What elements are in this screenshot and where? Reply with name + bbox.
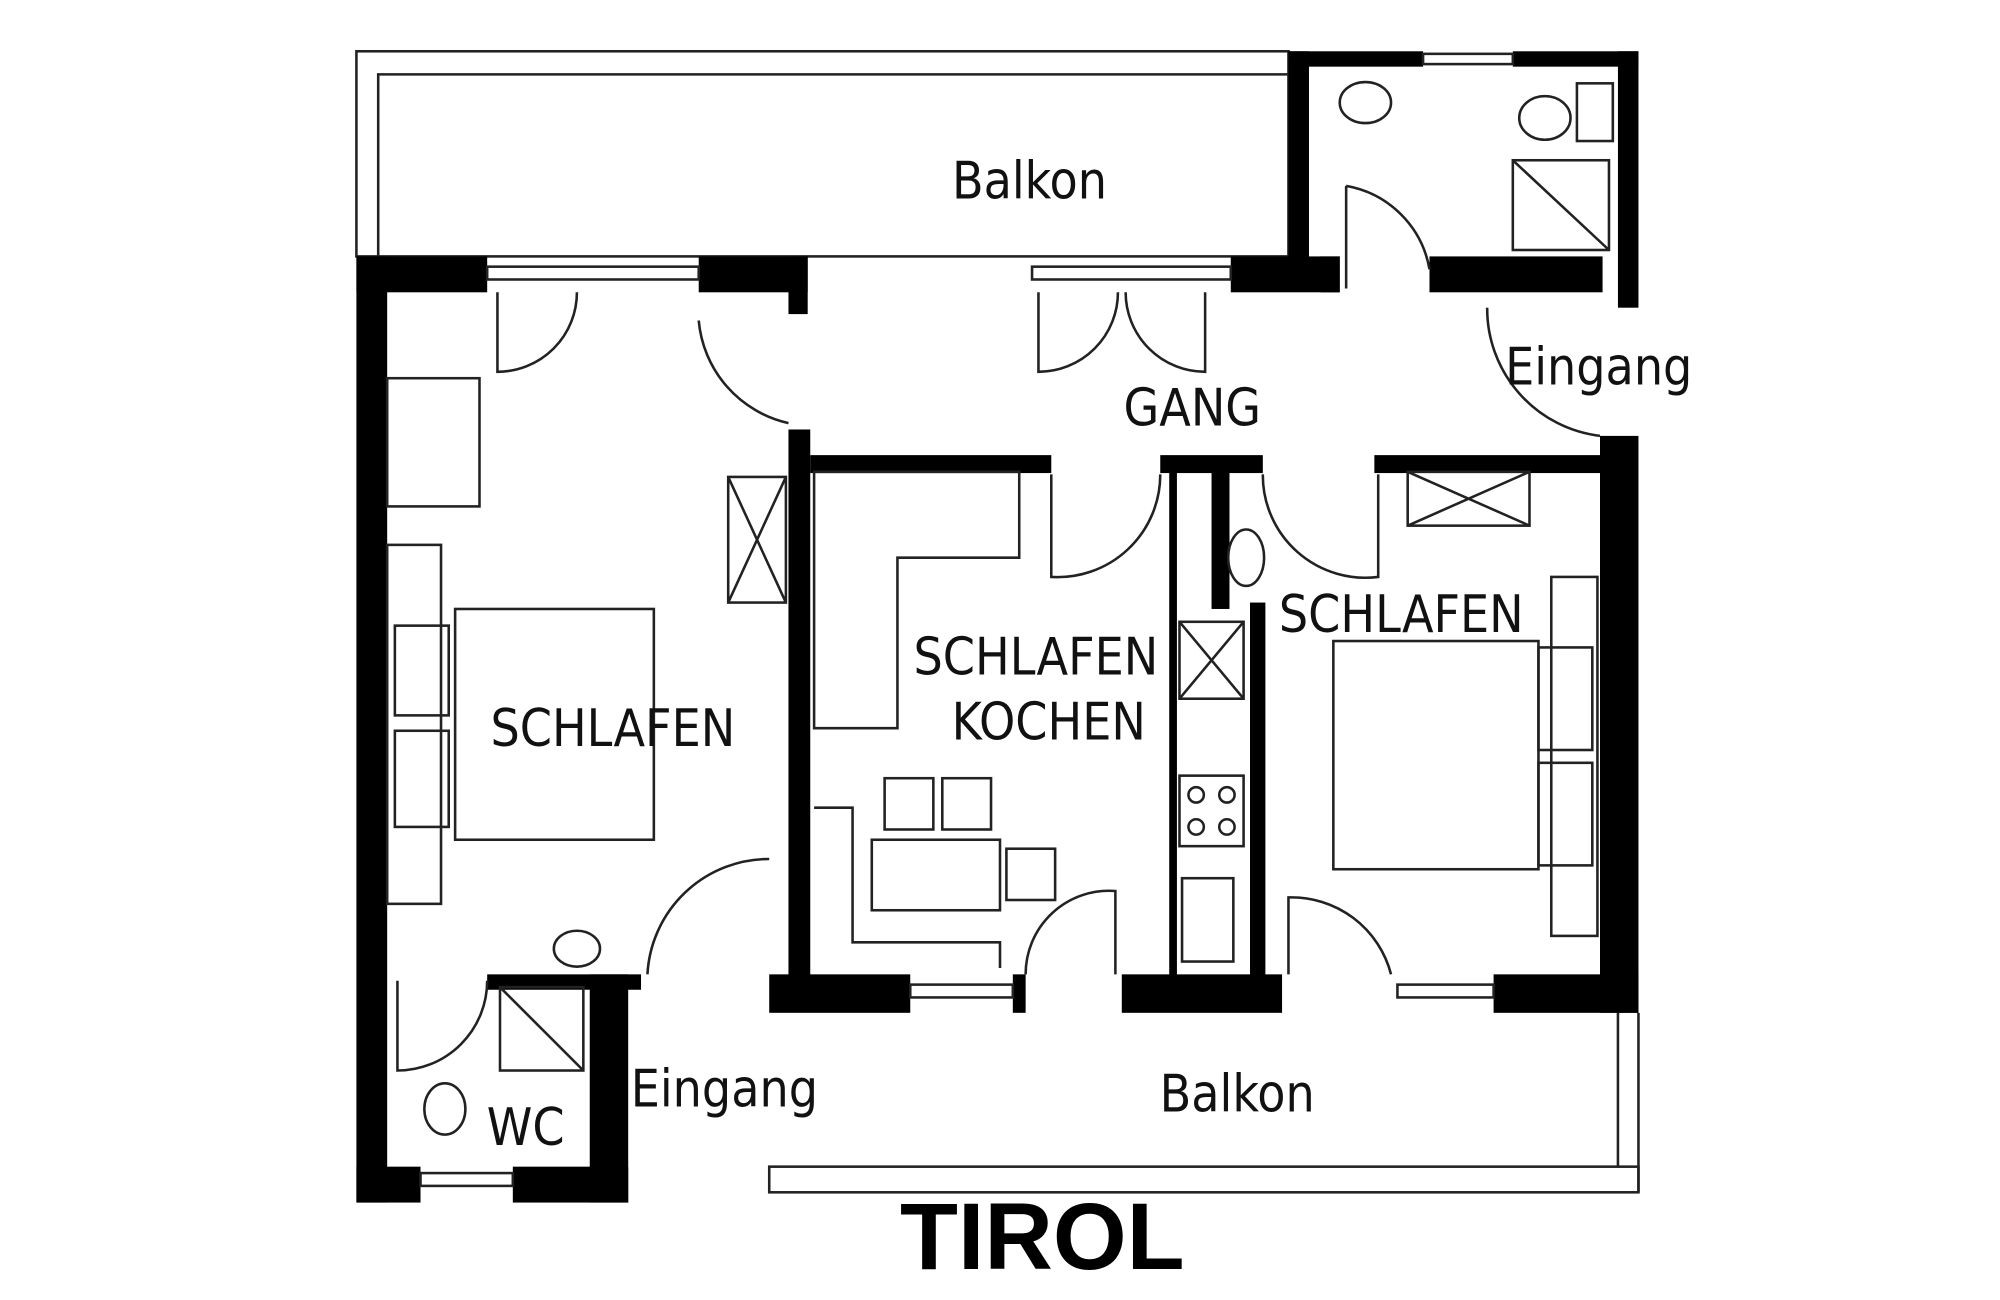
- door-swings: [396, 184, 1601, 1072]
- room-label-wc: WC: [487, 1098, 565, 1158]
- furniture: [385, 80, 1615, 1136]
- balcony-top-outline: [355, 50, 1290, 258]
- room-label-schlafen-kochen-1: SCHLAFEN: [914, 627, 1159, 687]
- room-label-eingang-right: Eingang: [1505, 338, 1692, 398]
- plan-title: TIROL: [900, 1184, 1185, 1290]
- room-label-eingang-left: Eingang: [631, 1059, 818, 1119]
- room-label-balkon-top: Balkon: [952, 152, 1107, 212]
- room-label-schlafen-left: SCHLAFEN: [490, 699, 735, 759]
- room-label-gang: GANG: [1124, 379, 1262, 439]
- walls: [356, 51, 1639, 1203]
- room-label-schlafen-kochen-2: KOCHEN: [952, 693, 1146, 753]
- balcony-bottom-outline: [767, 1012, 1640, 1194]
- windows: [419, 52, 1515, 1188]
- room-label-balkon-bottom: Balkon: [1160, 1065, 1315, 1125]
- room-label-schlafen-right: SCHLAFEN: [1279, 585, 1524, 645]
